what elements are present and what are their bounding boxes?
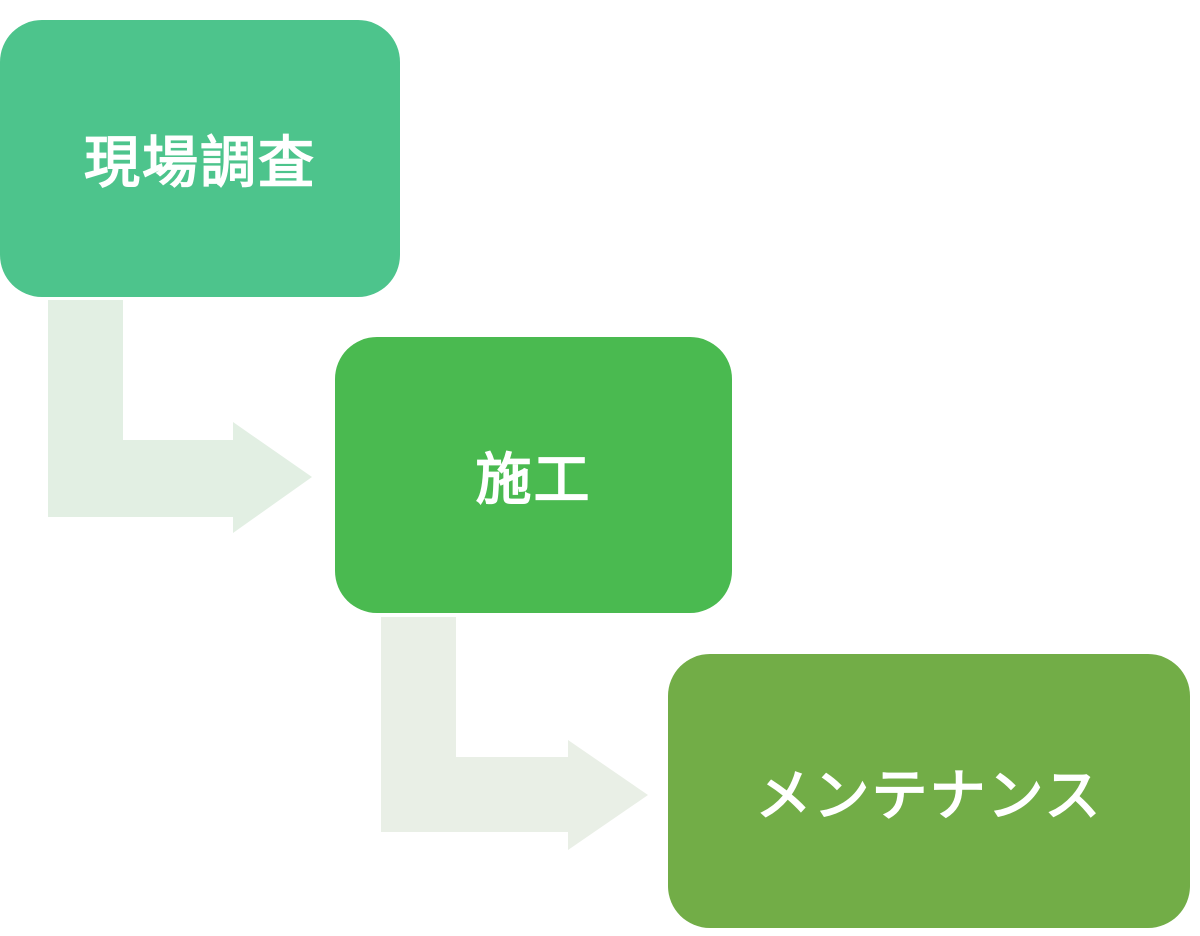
bent-arrow-2 [381, 617, 648, 850]
step-construction: 施工 [335, 337, 732, 613]
step-label: 現場調査 [84, 131, 316, 196]
step-maintenance: メンテナンス [668, 654, 1190, 928]
step-label: 施工 [475, 447, 592, 513]
bent-arrow-1 [48, 300, 312, 533]
step-label: メンテナンス [755, 763, 1103, 829]
step-site-survey: 現場調査 [0, 20, 400, 297]
